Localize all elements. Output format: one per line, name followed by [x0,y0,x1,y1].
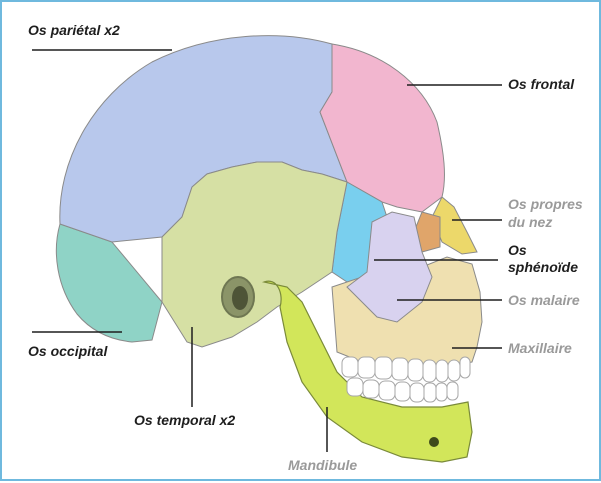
label-occipital: Os occipital [28,343,107,359]
label-nasal-line1: Os propres [508,196,583,212]
label-sphenoid-line1: Os [508,242,527,258]
label-maxilla: Maxillaire [508,340,572,356]
label-mandible: Mandibule [288,457,357,473]
label-parietal: Os pariétal x2 [28,22,120,38]
label-nasal-line2: du nez [508,214,552,230]
teeth [342,357,470,402]
occipital-bone [56,224,162,342]
label-zygomatic: Os malaire [508,292,580,308]
label-sphenoid-line2: sphénoïde [508,259,578,275]
label-temporal: Os temporal x2 [134,412,235,428]
label-frontal: Os frontal [508,76,574,92]
